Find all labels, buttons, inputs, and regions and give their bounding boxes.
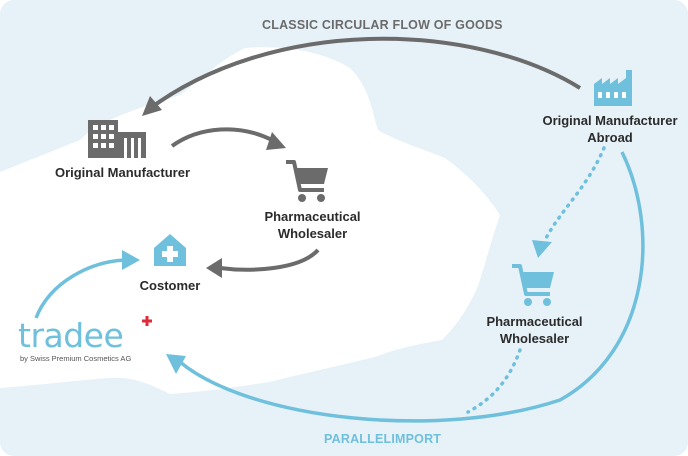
swiss-cross-icon — [142, 316, 152, 326]
label-original-manufacturer: Original Manufacturer — [54, 165, 191, 180]
header-parallelimport: PARALLELIMPORT — [324, 432, 442, 446]
factory-icon — [594, 70, 632, 106]
arrowhead-1 — [142, 96, 162, 116]
logo-wordmark: tradee — [18, 316, 124, 355]
header-classic-flow: CLASSIC CIRCULAR FLOW OF GOODS — [262, 18, 503, 32]
hospital-icon — [154, 234, 186, 266]
building-icon — [88, 120, 146, 158]
arrow-abroad-to-manufacturer — [146, 36, 582, 112]
label-abroad-wholesaler-1: Pharmaceutical — [486, 314, 583, 329]
label-abroad-2: Abroad — [587, 130, 633, 145]
label-abroad-wholesaler-2: Wholesaler — [499, 331, 570, 346]
arrow-wholesaler-to-customer — [219, 248, 320, 272]
arrow-wholesaler-dotted — [466, 348, 522, 414]
arrow-tradee-to-customer — [34, 258, 125, 319]
label-abroad-1: Original Manufacturer — [542, 113, 678, 128]
arrow-parallelimport — [178, 151, 645, 423]
logo-tagline: by Swiss Premium Cosmetics AG — [20, 354, 132, 363]
arrow-manufacturer-to-wholesaler — [170, 127, 273, 148]
arrowhead-3 — [206, 258, 222, 278]
label-customer: Costomer — [139, 278, 201, 293]
cart-icon — [512, 264, 554, 306]
arrowhead-2 — [266, 132, 286, 150]
arrow-abroad-dotted — [542, 146, 606, 244]
tradee-logo: tradee by Swiss Premium Cosmetics AG — [18, 316, 158, 370]
label-pharma-wholesaler-2: Wholesaler — [277, 226, 348, 241]
arrowhead-6 — [166, 354, 186, 374]
cart-icon — [286, 160, 328, 202]
arrowhead-5 — [532, 240, 552, 258]
label-pharma-wholesaler-1: Pharmaceutical — [264, 209, 361, 224]
arrowhead-4 — [122, 250, 140, 270]
